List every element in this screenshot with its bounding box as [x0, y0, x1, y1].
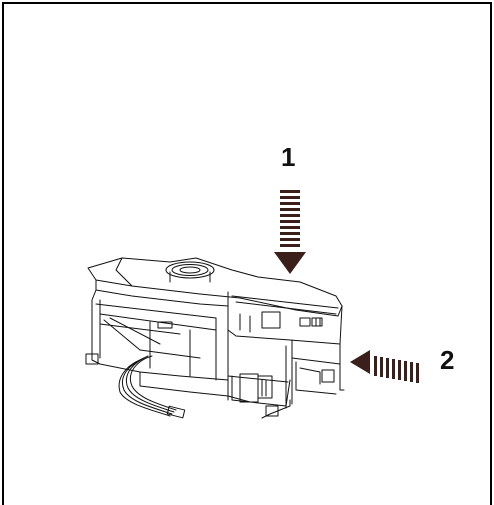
chassis-frame	[91, 289, 229, 381]
frame-right-border	[490, 2, 492, 505]
fan-grille	[165, 261, 215, 279]
frame-top-border	[2, 2, 492, 4]
step-2-label: 2	[440, 345, 455, 375]
arrow-down-1	[274, 190, 306, 274]
control-module	[227, 291, 343, 345]
arrow-left-2	[350, 350, 419, 383]
frame-left-border	[2, 2, 4, 505]
step-1-label: 1	[281, 142, 296, 172]
device-top-cover	[87, 257, 343, 317]
ribbon-cable	[130, 355, 177, 411]
